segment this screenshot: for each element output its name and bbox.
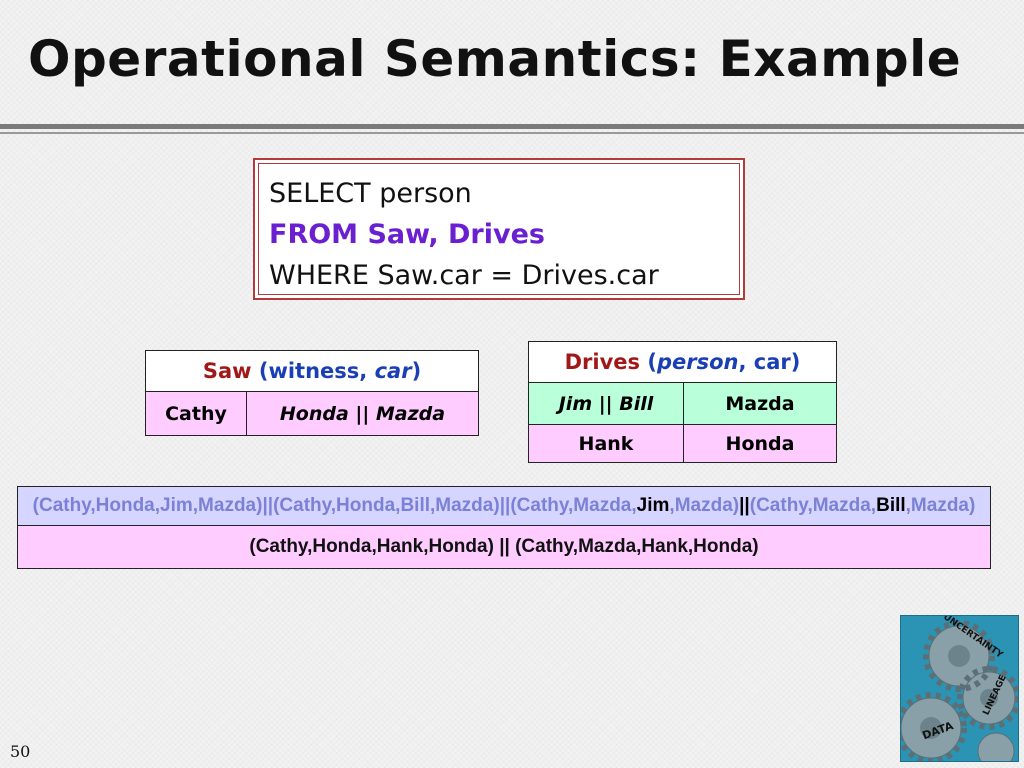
saw-relation-name: Saw <box>202 359 252 383</box>
where-clause: WHERE Saw.car = Drives.car <box>269 260 659 291</box>
drives-cell-car: Mazda <box>683 382 837 425</box>
drives-cell-person: Hank <box>528 424 684 463</box>
table-row: Jim || Bill Mazda <box>528 382 837 425</box>
slide-title: Operational Semantics: Example <box>28 30 962 88</box>
sql-query-text: SELECT person FROM Saw, Drives WHERE Saw… <box>258 163 740 295</box>
table-row: Hank Honda <box>528 424 837 463</box>
from-clause: FROM Saw, Drives <box>269 219 545 250</box>
saw-cell-car: Honda || Mazda <box>246 391 479 436</box>
result-cell: (Cathy,Honda,Hank,Honda) || (Cathy,Mazda… <box>17 525 991 569</box>
saw-attr-witness: witness, <box>268 359 375 383</box>
data-lineage-uncertainty-logo: UNCERTAINTY LINEAGE DATA <box>900 615 1019 762</box>
sql-query-box: SELECT person FROM Saw, Drives WHERE Saw… <box>253 158 745 300</box>
select-clause: SELECT person <box>269 178 472 209</box>
saw-table-header: Saw (witness, car) <box>145 350 479 392</box>
title-divider-thin <box>0 132 1024 134</box>
table-row: Cathy Honda || Mazda <box>145 391 479 436</box>
saw-cell-witness: Cathy <box>145 391 247 436</box>
drives-relation-name: Drives <box>564 350 641 374</box>
drives-cell-car: Honda <box>683 424 837 463</box>
saw-table: Saw (witness, car) Cathy Honda || Mazda <box>145 350 479 436</box>
drives-cell-person: Jim || Bill <box>528 382 684 425</box>
result-row-possible-worlds-1: (Cathy,Honda,Jim,Mazda)||(Cathy,Honda,Bi… <box>17 486 991 526</box>
drives-table: Drives (person, car) Jim || Bill Mazda H… <box>528 341 837 463</box>
drives-attr-person: person <box>656 350 739 374</box>
result-row-possible-worlds-2: (Cathy,Honda,Hank,Honda) || (Cathy,Mazda… <box>17 525 991 569</box>
gears-icon: UNCERTAINTY LINEAGE DATA <box>901 616 1018 761</box>
title-divider <box>0 124 1024 129</box>
drives-table-header: Drives (person, car) <box>528 341 837 383</box>
saw-attr-car: car <box>374 359 412 383</box>
result-cell: (Cathy,Honda,Jim,Mazda)||(Cathy,Honda,Bi… <box>17 486 991 526</box>
drives-attr-car: , car <box>738 350 791 374</box>
page-number: 50 <box>10 742 31 761</box>
result-table: (Cathy,Honda,Jim,Mazda)||(Cathy,Honda,Bi… <box>17 486 991 569</box>
